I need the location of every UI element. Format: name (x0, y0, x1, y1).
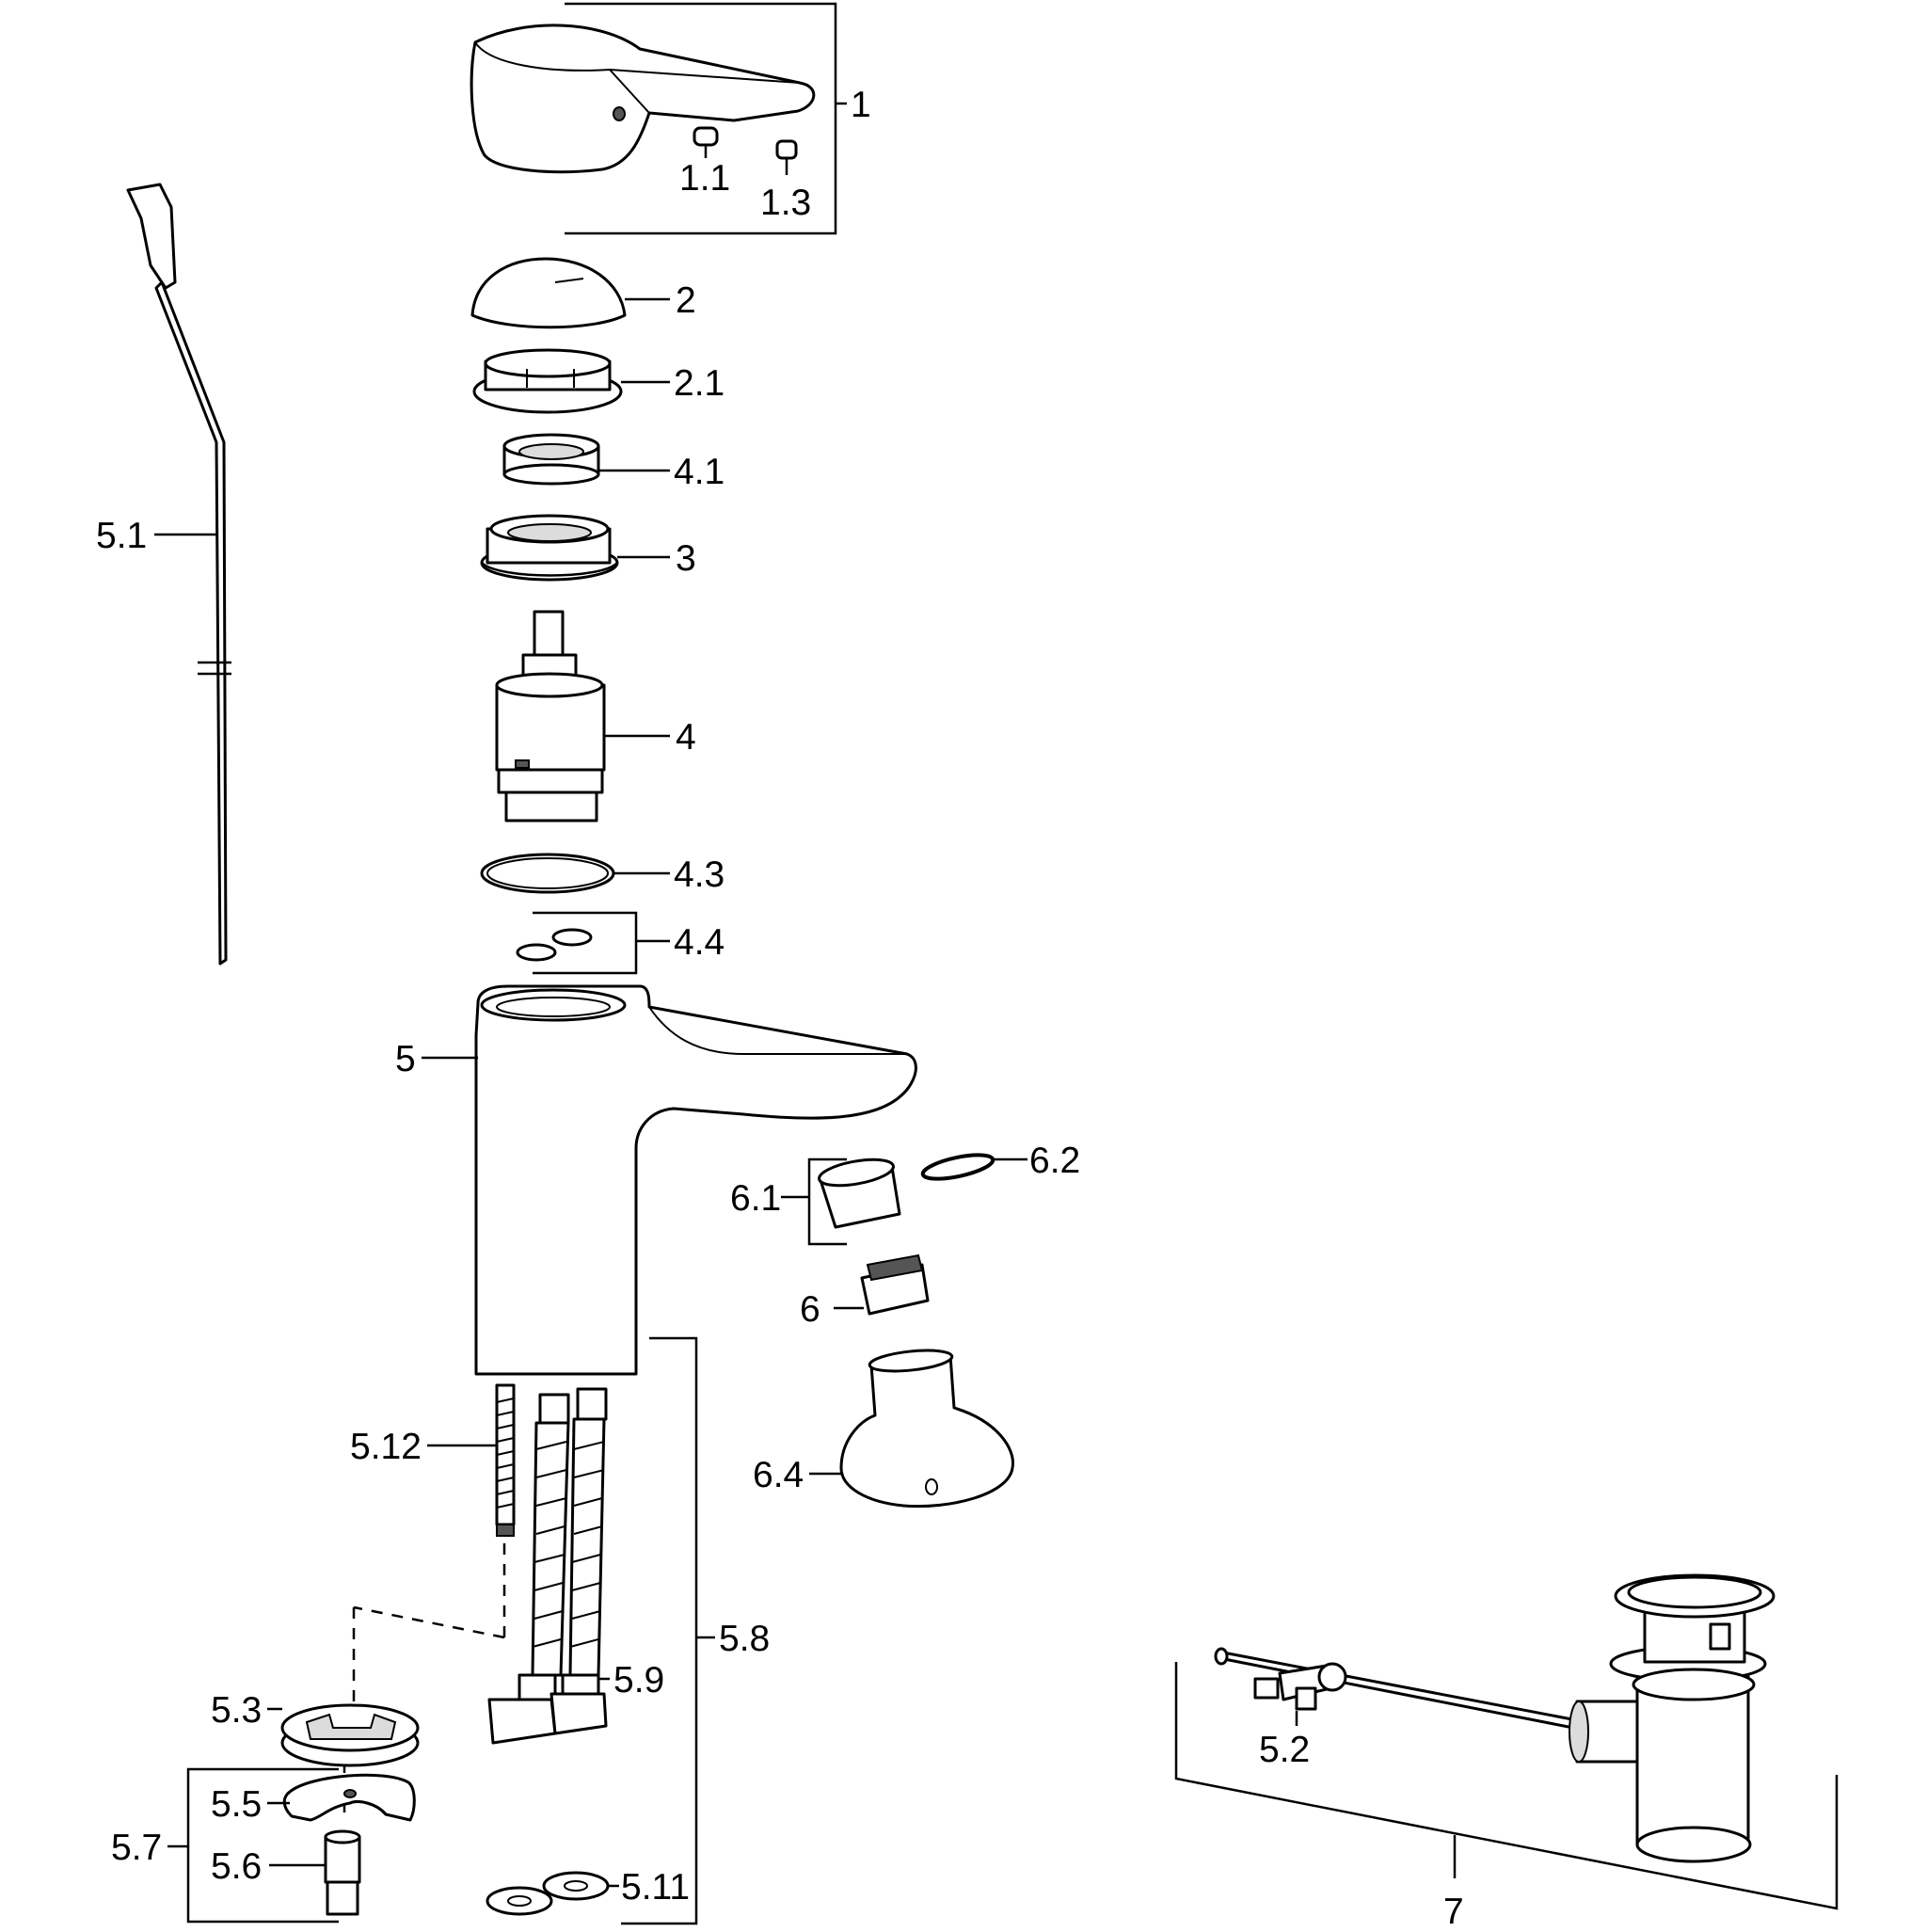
part-2-1-adapter-ring (472, 348, 623, 414)
part-3-clamping-nut (480, 514, 619, 582)
label-5-3: 5.3 (211, 1690, 262, 1731)
label-2-1: 2.1 (674, 363, 725, 404)
part-5-8-bracket (621, 1336, 698, 1925)
part-6-4-mounting-tool (839, 1349, 1014, 1509)
label-3: 3 (676, 538, 696, 579)
part-2-cover-cap (470, 257, 627, 329)
label-5-1: 5.1 (96, 516, 147, 556)
label-6-4: 6.4 (753, 1455, 804, 1495)
label-5-6: 5.6 (211, 1846, 262, 1887)
label-7: 7 (1443, 1892, 1464, 1927)
part-4-4-bracket (533, 911, 638, 975)
label-2: 2 (676, 280, 696, 321)
part-4-3-o-ring (480, 853, 615, 894)
part-5-5-horseshoe-washer (282, 1773, 416, 1822)
label-5-5: 5.5 (211, 1784, 262, 1825)
part-5-6-nut (324, 1829, 361, 1916)
part-6-flow-limiter (860, 1253, 930, 1316)
label-6: 6 (800, 1289, 820, 1330)
label-6-2: 6.2 (1029, 1141, 1080, 1181)
part-1-3-cap-plug (775, 139, 798, 175)
part-5-2-linkage-rod (1214, 1647, 1579, 1730)
label-4-4: 4.4 (674, 922, 725, 963)
part-1-lever-handle (470, 24, 816, 174)
label-5-2: 5.2 (1259, 1730, 1310, 1770)
assembly-dashed-lines (352, 1543, 506, 1722)
label-5-8: 5.8 (719, 1619, 770, 1659)
label-5-12: 5.12 (350, 1427, 422, 1467)
part-6-2-seal (920, 1153, 995, 1181)
label-4: 4 (676, 717, 696, 758)
part-4-1-temperature-limiter (502, 433, 600, 486)
part-5-1-pull-rod (126, 183, 231, 966)
label-5-11: 5.11 (621, 1867, 690, 1908)
label-4-3: 4.3 (674, 854, 725, 895)
label-5: 5 (395, 1039, 416, 1079)
part-5-12-threaded-stud (495, 1383, 516, 1537)
part-7-bracket (1174, 1662, 1839, 1910)
part-1-1-grub-screw (693, 126, 719, 158)
part-1-group-bracket (565, 2, 837, 235)
label-5-9: 5.9 (613, 1660, 664, 1700)
part-7-pop-up-waste (1569, 1573, 1776, 1863)
label-1-3: 1.3 (760, 183, 811, 223)
label-5-7: 5.7 (111, 1828, 162, 1868)
part-5-9-flexible-hoses (487, 1387, 608, 1745)
label-4-1: 4.1 (674, 452, 725, 492)
part-5-3-fixing-plate (280, 1703, 420, 1767)
part-6-1-aerator-insert (818, 1158, 901, 1229)
part-5-11-washers (486, 1871, 610, 1916)
part-4-cartridge (495, 610, 606, 822)
part-4-4-seals (516, 928, 593, 962)
label-1-1: 1.1 (679, 158, 730, 199)
label-1: 1 (851, 85, 871, 125)
part-5-faucet-body (474, 984, 917, 1376)
part-6-1-bracket (807, 1158, 847, 1246)
label-6-1: 6.1 (730, 1178, 781, 1219)
